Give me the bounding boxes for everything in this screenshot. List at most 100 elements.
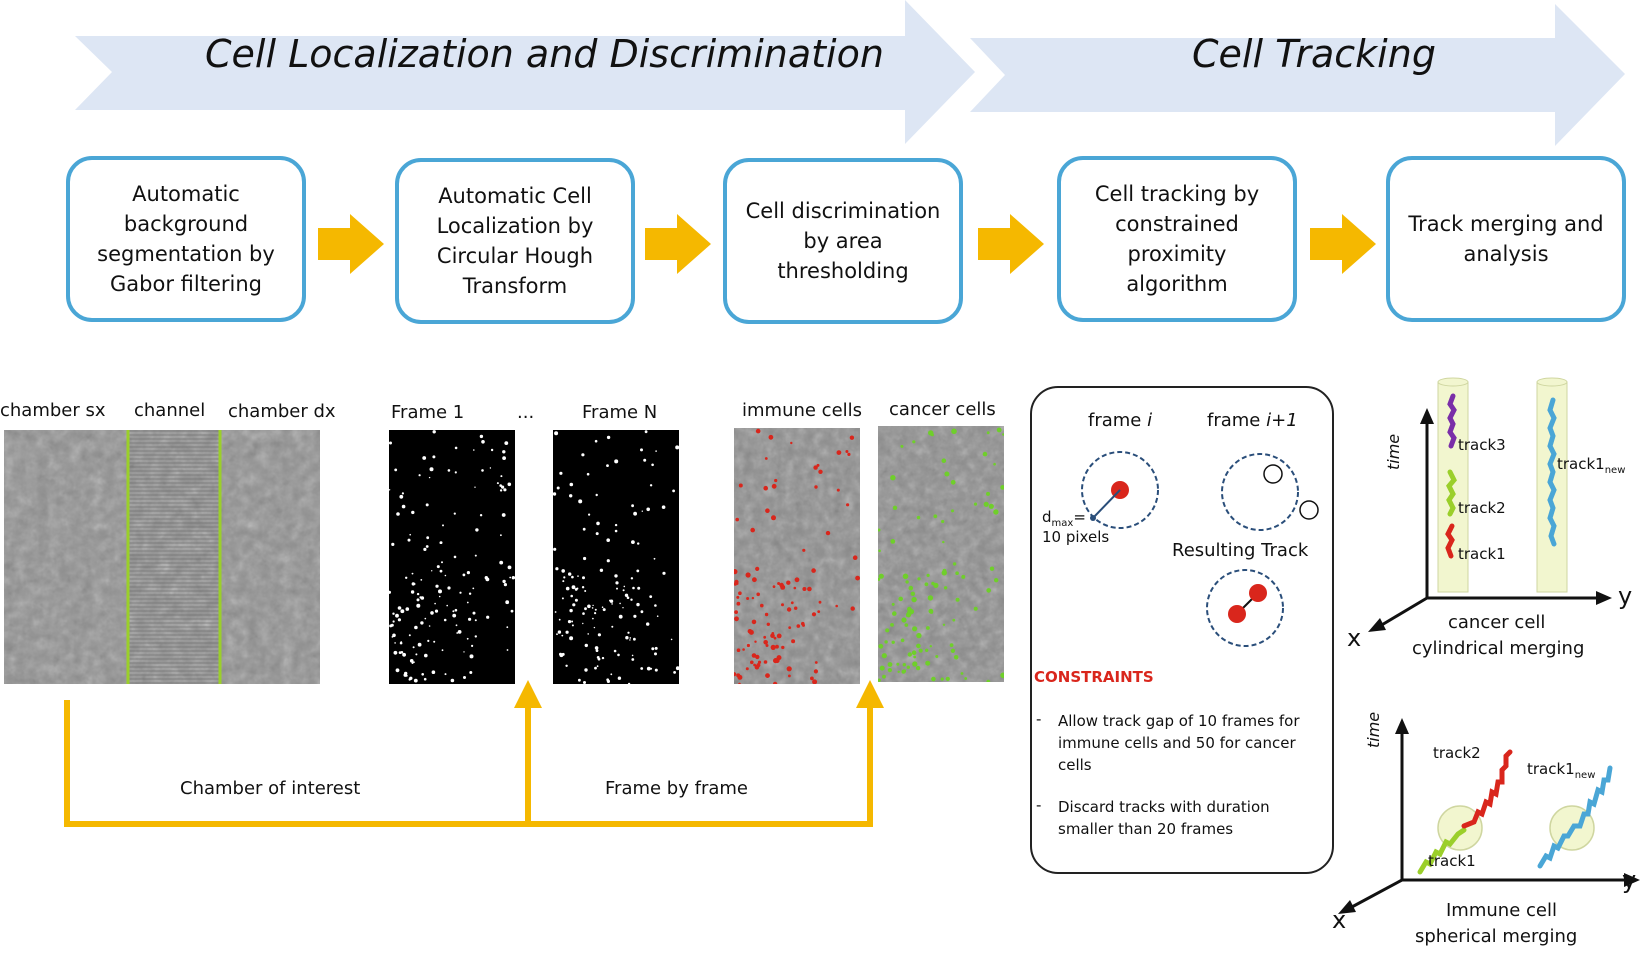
cell-dot	[601, 656, 605, 660]
cell-dot	[941, 570, 947, 576]
cell-dot	[500, 475, 503, 478]
cell-dot	[416, 603, 421, 608]
cell-dot	[898, 596, 903, 602]
cell-dot	[802, 587, 807, 591]
cell-dot	[825, 530, 831, 536]
cell-dot	[431, 670, 436, 674]
cell-dot	[474, 635, 477, 638]
cell-dot	[897, 670, 900, 673]
cell-dot	[902, 573, 909, 580]
track3-path	[1447, 393, 1457, 449]
cell-dot	[395, 668, 400, 673]
cell-dot	[633, 614, 637, 618]
cell-dot	[584, 668, 588, 672]
step-label-tracking: Cell tracking by constrained proximity a…	[1094, 182, 1260, 296]
cell-dot	[469, 671, 473, 674]
cell-dot	[793, 586, 797, 590]
cell-dot	[802, 548, 806, 552]
cell-dot	[885, 628, 890, 633]
cell-dot	[796, 624, 801, 628]
track1new-top-sub: new	[1604, 465, 1626, 476]
cell-dot	[558, 618, 561, 621]
cell-dot	[459, 591, 462, 594]
caption-cancer-line1: cancer cell	[1448, 612, 1546, 633]
cell-dot	[882, 674, 886, 679]
track2-bottom-path	[1461, 749, 1513, 829]
cell-dot	[565, 664, 568, 667]
cell-dot	[596, 656, 600, 659]
cell-dot	[818, 600, 822, 604]
cell-dot	[734, 616, 739, 622]
cell-dot	[891, 640, 895, 644]
cell-dot	[401, 504, 406, 509]
label-frame-i: frame i	[1088, 410, 1152, 431]
cell-dot	[615, 581, 619, 585]
cell-dot	[614, 523, 618, 527]
cell-dot	[849, 435, 855, 440]
cell-dot	[742, 648, 745, 651]
step-label-hough: Automatic Cell Localization by Circular …	[436, 184, 594, 298]
cell-dot	[505, 600, 510, 605]
cell-dot	[941, 519, 945, 524]
cell-dot	[738, 591, 742, 595]
cell-dot	[402, 652, 406, 657]
cell-dot	[734, 569, 738, 575]
cell-dot	[675, 445, 679, 450]
cell-dot	[578, 678, 581, 682]
frame-i-var: i	[1147, 410, 1153, 431]
cell-dot	[779, 582, 784, 588]
cell-dot	[629, 639, 631, 641]
cell-dot	[890, 539, 896, 544]
cell-dot	[418, 474, 421, 477]
cell-dot	[912, 626, 918, 632]
cell-dot	[811, 612, 817, 617]
search-radius-circle-i1	[1221, 453, 1299, 531]
cell-dot	[986, 491, 990, 496]
cell-dot	[649, 595, 653, 598]
cell-dot	[738, 483, 743, 488]
cell-dot	[411, 572, 414, 575]
step-box-tracking: Cell tracking by constrained proximity a…	[1057, 156, 1297, 322]
cell-dot	[982, 451, 988, 457]
cell-dot	[399, 494, 404, 499]
cell-dot	[768, 434, 774, 440]
cell-dot	[595, 532, 599, 536]
cell-dot	[955, 597, 960, 602]
cell-dot	[415, 653, 418, 656]
cell-dot	[640, 448, 643, 452]
label-resulting-track: Resulting Track	[1172, 540, 1309, 561]
cell-dot	[561, 569, 565, 573]
cell-dot	[850, 606, 855, 611]
cell-dot	[602, 608, 606, 612]
cell-dot	[770, 633, 775, 638]
cell-dot	[890, 475, 896, 481]
label-y-top: y	[1618, 582, 1633, 610]
cell-dot	[675, 666, 679, 671]
cell-dot	[434, 609, 439, 613]
label-time-bottom: time	[1364, 711, 1383, 748]
immune-cells-image	[734, 428, 860, 684]
cell-dot	[623, 585, 626, 588]
step-label-merging: Track merging and analysis	[1408, 212, 1604, 266]
cell-dot	[454, 471, 457, 474]
time-axis-top-head	[1420, 408, 1434, 424]
step-arrows	[318, 214, 1376, 274]
cell-dot	[925, 660, 931, 666]
cell-dot	[846, 503, 850, 507]
cell-dot	[770, 644, 776, 650]
banner-title-tracking: Cell Tracking	[1192, 32, 1436, 76]
dmax-endpoint	[1090, 515, 1096, 521]
cell-dot	[944, 471, 950, 477]
result-cell-b	[1249, 584, 1267, 602]
cell-dot	[481, 469, 484, 472]
cell-dot	[479, 434, 484, 439]
cell-dot	[763, 485, 768, 491]
label-x-top: x	[1347, 624, 1362, 652]
track1new-top-main: track1	[1557, 455, 1605, 473]
cell-dot	[594, 646, 599, 650]
cell-dot	[654, 604, 657, 607]
cell-dot	[750, 660, 754, 665]
cell-dot	[489, 467, 492, 469]
banner-arrows	[75, 0, 1625, 146]
cell-dot	[432, 430, 436, 434]
